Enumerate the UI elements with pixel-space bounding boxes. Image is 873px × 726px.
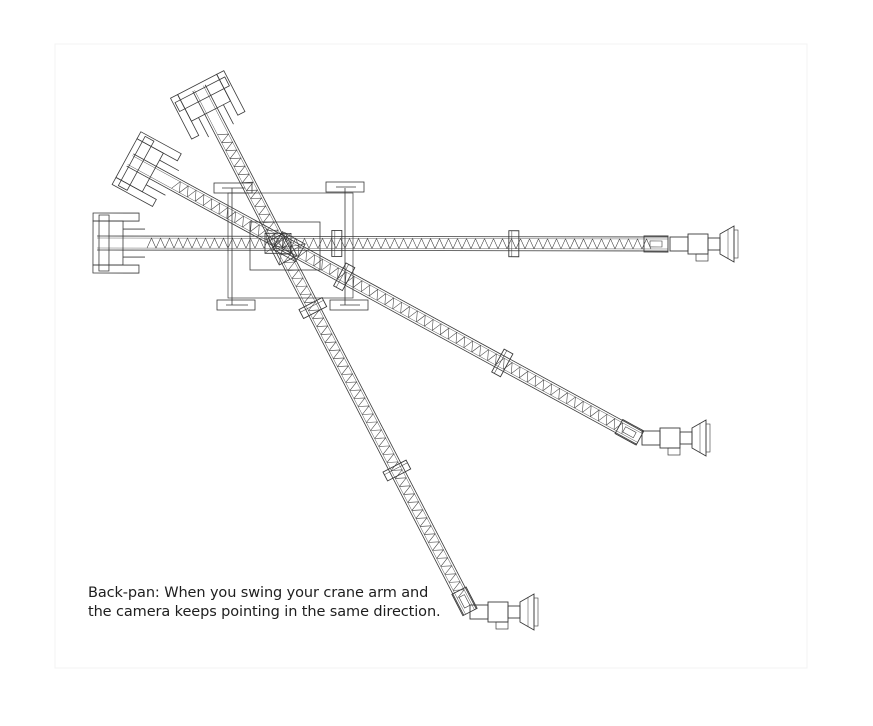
panel-frame <box>55 44 807 668</box>
crane-arm-steep <box>171 71 497 626</box>
caption: Back-pan: When you swing your crane arm … <box>88 584 468 622</box>
crane-arms <box>93 71 738 630</box>
camera-head-mount <box>644 236 668 252</box>
arm-truss-lattice <box>172 180 627 434</box>
camera <box>670 226 738 262</box>
counterweight <box>171 71 248 145</box>
arm-truss-lattice <box>147 238 651 249</box>
counterweight <box>93 213 145 273</box>
arm-truss-lattice <box>218 130 467 598</box>
crane-arm-angled <box>112 132 654 465</box>
crane-arm-straight <box>93 213 668 274</box>
caption-line-2: the camera keeps pointing in the same di… <box>88 603 468 622</box>
counterweight <box>112 132 186 210</box>
camera <box>642 420 710 456</box>
arm-section-clamp <box>332 230 342 256</box>
camera <box>470 594 538 630</box>
caption-line-1: Back-pan: When you swing your crane arm … <box>88 584 468 603</box>
